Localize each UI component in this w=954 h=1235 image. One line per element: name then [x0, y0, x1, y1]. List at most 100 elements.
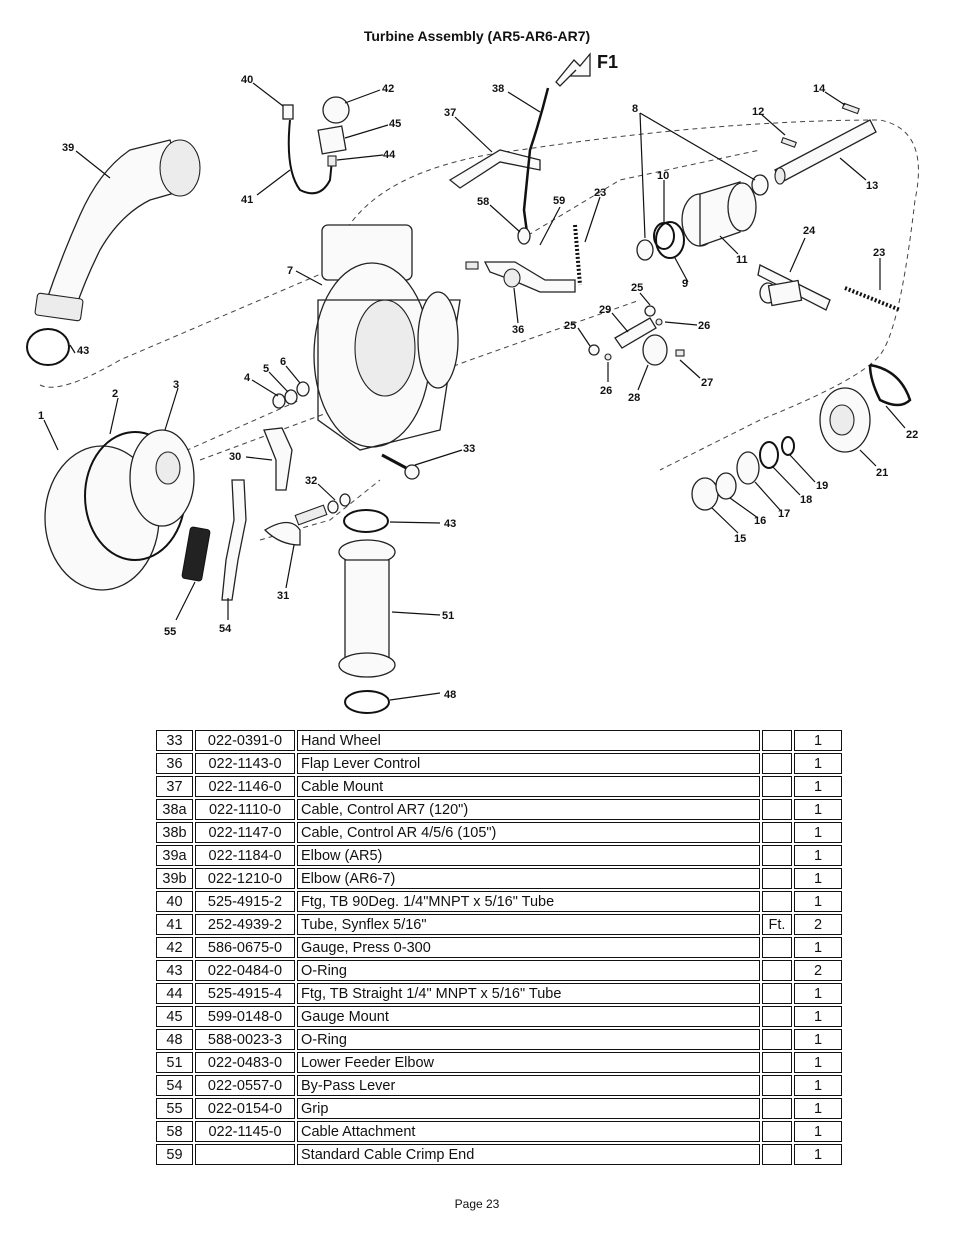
description-cell: Ftg, TB Straight 1/4" MNPT x 5/16" Tube: [297, 983, 760, 1004]
callout-1: 1: [38, 410, 44, 422]
item-number-cell: 58: [156, 1121, 193, 1142]
item-number-cell: 33: [156, 730, 193, 751]
quantity-cell: 1: [794, 868, 842, 889]
page-title: Turbine Assembly (AR5-AR6-AR7): [363, 28, 591, 44]
callout-8: 8: [632, 103, 638, 115]
item-number-cell: 40: [156, 891, 193, 912]
part-number-cell: 586-0675-0: [195, 937, 295, 958]
washer-32b: [339, 493, 351, 507]
quantity-cell: 1: [794, 1121, 842, 1142]
callout-7: 7: [287, 265, 293, 277]
description-cell: Flap Lever Control: [297, 753, 760, 774]
washer-4: [272, 393, 286, 409]
callout-4: 4: [244, 372, 251, 384]
callout-17: 17: [778, 508, 790, 520]
gauge-mount-45: [317, 125, 347, 155]
callout-43a: 43: [77, 345, 89, 357]
quantity-cell: 2: [794, 914, 842, 935]
callout-11: 11: [736, 254, 748, 266]
lower-feeder-elbow-51: [338, 539, 396, 678]
part-number-cell: 022-0484-0: [195, 960, 295, 981]
o-ring-48: [344, 690, 390, 714]
description-cell: Elbow (AR5): [297, 845, 760, 866]
description-cell: Tube, Synflex 5/16": [297, 914, 760, 935]
unit-cell: [762, 822, 792, 843]
description-cell: Elbow (AR6-7): [297, 868, 760, 889]
quantity-cell: 1: [794, 1052, 842, 1073]
quantity-cell: 1: [794, 822, 842, 843]
elbow-part-39: [34, 139, 201, 322]
handle-31: [263, 504, 328, 546]
snap-ring-18: [759, 441, 779, 469]
description-cell: By-Pass Lever: [297, 1075, 760, 1096]
description-cell: Cable, Control AR 4/5/6 (105"): [297, 822, 760, 843]
impeller-3: [129, 429, 195, 527]
item-number-cell: 45: [156, 1006, 193, 1027]
turbine-housing-7: [313, 224, 461, 451]
o-ring-43: [343, 509, 389, 533]
callout-31: 31: [277, 590, 289, 602]
pin-26b: [655, 318, 663, 326]
description-cell: Cable Attachment: [297, 1121, 760, 1142]
quantity-cell: 1: [794, 891, 842, 912]
item-number-cell: 38b: [156, 822, 193, 843]
callout-26a: 26: [698, 320, 710, 332]
callout-58: 58: [477, 196, 489, 208]
callout-54: 54: [219, 623, 232, 635]
item-number-cell: 43: [156, 960, 193, 981]
callout-23b: 23: [873, 247, 885, 259]
callout-30: 30: [229, 451, 241, 463]
description-cell: Cable Mount: [297, 776, 760, 797]
unit-cell: [762, 1029, 792, 1050]
item-number-cell: 48: [156, 1029, 193, 1050]
arrow-label: F1: [597, 52, 618, 72]
callout-15: 15: [734, 533, 746, 545]
o-ring-10: [653, 222, 675, 250]
callout-13: 13: [866, 180, 878, 192]
flap-28: [642, 334, 668, 366]
item-number-cell: 41: [156, 914, 193, 935]
callout-5: 5: [263, 363, 269, 375]
key-12: [780, 137, 797, 148]
washer-8b: [751, 174, 769, 196]
item-number-cell: 37: [156, 776, 193, 797]
item-number-cell: 42: [156, 937, 193, 958]
drive-shaft-13: [774, 119, 877, 185]
unit-cell: [762, 983, 792, 1004]
part-number-cell: 022-1184-0: [195, 845, 295, 866]
quantity-cell: 1: [794, 1006, 842, 1027]
callout-27: 27: [701, 377, 713, 389]
bearing-17: [736, 451, 760, 485]
callout-51: 51: [442, 610, 454, 622]
callout-23a: 23: [594, 187, 606, 199]
unit-cell: [762, 1121, 792, 1142]
fitting-40: [282, 104, 294, 120]
unit-cell: [762, 891, 792, 912]
gauge-42: [322, 96, 350, 124]
callout-36: 36: [512, 324, 524, 336]
callout-26b: 26: [600, 385, 612, 397]
description-cell: Cable, Control AR7 (120"): [297, 799, 760, 820]
quantity-cell: 1: [794, 776, 842, 797]
part-number-cell: 022-1145-0: [195, 1121, 295, 1142]
part-number-cell: 022-1147-0: [195, 822, 295, 843]
description-cell: O-Ring: [297, 960, 760, 981]
callout-43b: 43: [444, 518, 456, 530]
quantity-cell: 1: [794, 1098, 842, 1119]
callout-12: 12: [752, 106, 764, 118]
part-number-cell: 599-0148-0: [195, 1006, 295, 1027]
unit-cell: [762, 937, 792, 958]
spring-23a: [573, 224, 582, 286]
callout-41: 41: [241, 194, 253, 206]
quantity-cell: 1: [794, 845, 842, 866]
